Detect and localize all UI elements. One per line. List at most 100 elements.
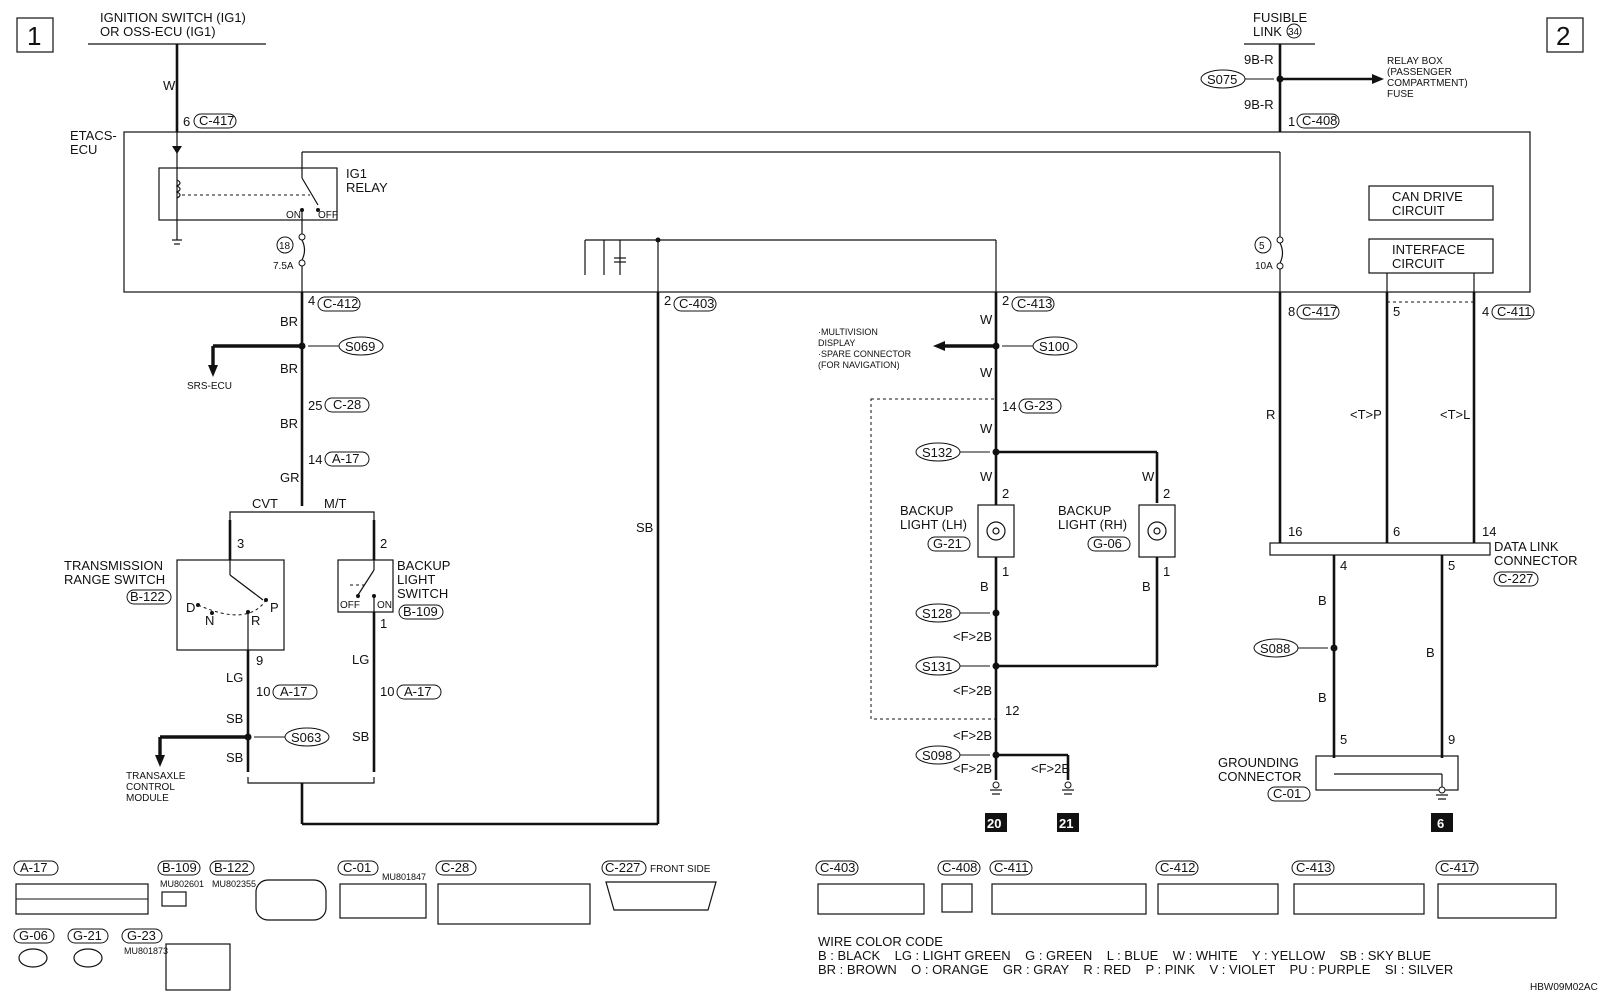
data-link-connector (1269, 542, 1491, 556)
relay-box-label-4: FUSE (1387, 89, 1414, 100)
wire-color-f2b-1: <F>2B (953, 629, 992, 644)
ig1-relay-box (158, 167, 338, 221)
wire-color-tp: <T>P (1350, 407, 1382, 422)
relay-off: OFF (318, 210, 338, 221)
pin-label: 14 (1002, 399, 1016, 414)
conn-c227-label: C-227 (605, 860, 640, 875)
fuse-5-num: 5 (1259, 241, 1265, 252)
bls-on: ON (377, 600, 392, 611)
backup-light-switch (337, 559, 394, 613)
fuse-18-num: 18 (279, 241, 291, 252)
conn-c411-label: C-411 (994, 860, 1028, 875)
connector-tag-c403: C-403 (679, 296, 714, 311)
conn-c01-label: C-01 (343, 860, 371, 875)
conn-c408-label: C-408 (942, 860, 977, 875)
gc-label: GROUNDING (1218, 755, 1299, 770)
pin-label: 4 (1482, 304, 1489, 319)
connector-tag-c408: C-408 (1302, 113, 1337, 128)
conn-b109-label: B-109 (162, 860, 197, 875)
blh-label: BACKUP (900, 503, 953, 518)
wire-color-lg-2: LG (352, 652, 369, 667)
pin-label: 14 (308, 452, 322, 467)
wire-color-b-1: B (980, 579, 989, 594)
conn-a17-label: A-17 (20, 860, 47, 875)
splice-s132: S132 (922, 445, 952, 460)
mvd-label-4: (FOR NAVIGATION) (818, 360, 900, 370)
splice-s100: S100 (1039, 339, 1069, 354)
wire-color-9br-2: 9B-R (1244, 97, 1274, 112)
conn-g21-label: G-21 (73, 928, 102, 943)
can-drive-circuit (1368, 185, 1494, 221)
wire-color-b-4: B (1318, 690, 1327, 705)
trs-label-2: RANGE SWITCH (64, 572, 165, 587)
mt-label: M/T (324, 496, 346, 511)
backup-light-lh (977, 504, 1015, 558)
pin-label: 5 (1448, 558, 1455, 573)
pin-label: 3 (237, 536, 244, 551)
can-drive-label-2: CIRCUIT (1392, 203, 1445, 218)
wire-color-f2b-4: <F>2B (953, 761, 992, 776)
pin-label: 5 (1340, 732, 1347, 747)
conn-c227-note: FRONT SIDE (650, 864, 711, 875)
bls-label-2: LIGHT (397, 572, 435, 587)
ignition-label-2: OR OSS-ECU (IG1) (100, 24, 216, 39)
diagram-code: HBW09M02AC (1530, 982, 1598, 993)
connector-tag-g23: G-23 (1024, 398, 1053, 413)
conn-g23-label: G-23 (127, 928, 156, 943)
connector-tag-c413: C-413 (1017, 296, 1052, 311)
connector-tag-a17: A-17 (332, 451, 359, 466)
wire-color-w-5: W (1142, 469, 1155, 484)
fuse-5-amp: 10A (1255, 261, 1273, 272)
connector-tag-c417: C-417 (199, 113, 234, 128)
trs-n: N (205, 613, 214, 628)
wire-color-sb-1: SB (226, 711, 243, 726)
trs-d: D (186, 600, 195, 615)
interface-label-2: CIRCUIT (1392, 256, 1445, 271)
dlc-label-2: CONNECTOR (1494, 553, 1578, 568)
page-number-box-left (16, 17, 54, 53)
conn-c417-label: C-417 (1440, 860, 1475, 875)
ecu-label-2: ECU (70, 142, 97, 157)
connector-tag-c411: C-411 (1497, 304, 1531, 319)
fusible-label-2: LINK (1253, 24, 1282, 39)
wire-color-w-1: W (980, 312, 993, 327)
connector-tag-a17: A-17 (404, 684, 431, 699)
wire-color-br-3: BR (280, 416, 298, 431)
splice-s075: S075 (1207, 72, 1237, 87)
wire-color-w-4: W (980, 469, 993, 484)
wire-color-w-top: W (163, 78, 176, 93)
relay-on: ON (286, 210, 301, 221)
legend-title: WIRE COLOR CODE (818, 934, 943, 949)
connector-tag-c28: C-28 (333, 397, 361, 412)
pin-label: 2 (664, 293, 671, 308)
tcm-label-3: MODULE (126, 793, 169, 804)
pin-label: 2 (380, 536, 387, 551)
wire-color-w-3: W (980, 421, 993, 436)
conn-c403-label: C-403 (820, 860, 855, 875)
wire-color-w-2: W (980, 365, 993, 380)
legend-row-1: B : BLACK LG : LIGHT GREEN G : GREEN L :… (818, 948, 1431, 963)
backup-light-rh (1138, 504, 1176, 558)
bls-label: BACKUP (397, 558, 450, 573)
trs-p: P (270, 600, 279, 615)
pin-label: 25 (308, 398, 322, 413)
can-drive-label: CAN DRIVE (1392, 189, 1463, 204)
splice-s069: S069 (345, 339, 375, 354)
wire-color-br-1: BR (280, 314, 298, 329)
splice-s063: S063 (291, 730, 321, 745)
wire-color-f2b-5: <F>2B (1031, 761, 1070, 776)
relay-box-label-3: COMPARTMENT) (1387, 78, 1468, 89)
pin-label: 1 (1002, 564, 1009, 579)
srs-ecu-label: SRS-ECU (187, 381, 232, 392)
splice-s131: S131 (922, 659, 952, 674)
ground-20-label: 20 (987, 816, 1001, 831)
ignition-label: IGNITION SWITCH (IG1) (100, 10, 246, 25)
connector-tag-c412: C-412 (323, 296, 358, 311)
conn-c413-label: C-413 (1296, 860, 1331, 875)
connector-tag-a17: A-17 (280, 684, 307, 699)
wire-color-f2b-3: <F>2B (953, 728, 992, 743)
page-number-right: 2 (1556, 21, 1570, 51)
connector-tag-b109: B-109 (403, 604, 438, 619)
blh-label-2: LIGHT (LH) (900, 517, 967, 532)
wire-color-sb-long: SB (636, 520, 653, 535)
